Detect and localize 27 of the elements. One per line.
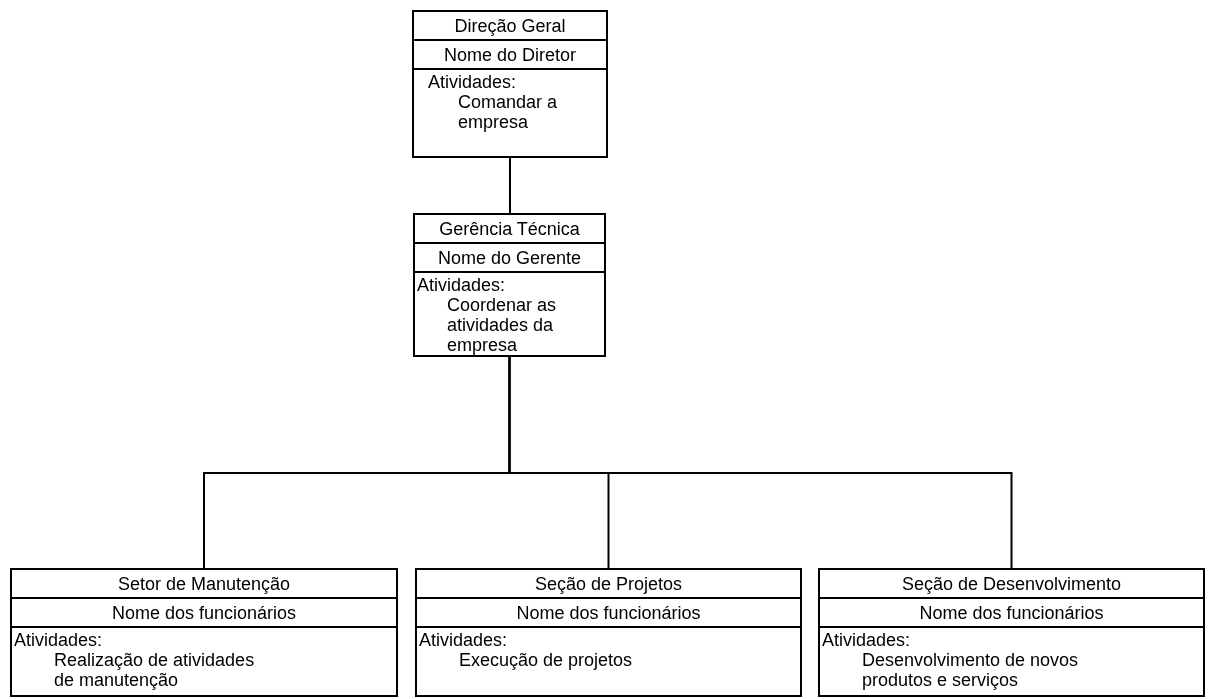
- connector-line: [508, 356, 1013, 569]
- connector-line: [509, 157, 511, 214]
- unit-title: Seção de Desenvolvimento: [901, 573, 1122, 594]
- unit-title: Gerência Técnica: [439, 218, 580, 239]
- unit-title: Seção de Projetos: [534, 573, 683, 594]
- activity-text: Desenvolvimento de novos produtos e serviços: [862, 650, 1079, 690]
- org-box: [413, 213, 606, 357]
- unit-title: Setor de Manutenção: [117, 573, 291, 594]
- activity-text: Realização de atividades de manutenção: [54, 650, 255, 690]
- person-name: Nome dos funcionários: [516, 602, 701, 623]
- person-name: Nome do Diretor: [443, 44, 576, 65]
- unit-title: Direção Geral: [454, 15, 566, 36]
- person-name: Nome dos funcionários: [919, 602, 1104, 623]
- activities-heading: Atividades:: [822, 630, 912, 650]
- org-box: [818, 568, 1205, 697]
- activity-text: Coordenar as atividades da empresa: [447, 295, 557, 355]
- person-name: Nome do Gerente: [437, 247, 582, 268]
- org-box: [415, 568, 802, 697]
- activity-text: Execução de projetos: [459, 650, 633, 670]
- activities-heading: Atividades:: [417, 275, 507, 295]
- activities-heading: Atividades:: [14, 630, 104, 650]
- activities-heading: Atividades:: [428, 72, 518, 92]
- activity-text: Comandar a empresa: [458, 92, 558, 132]
- activities-heading: Atividades:: [419, 630, 509, 650]
- person-name: Nome dos funcionários: [111, 602, 297, 623]
- org-box: [10, 568, 398, 697]
- org-box: [412, 10, 608, 158]
